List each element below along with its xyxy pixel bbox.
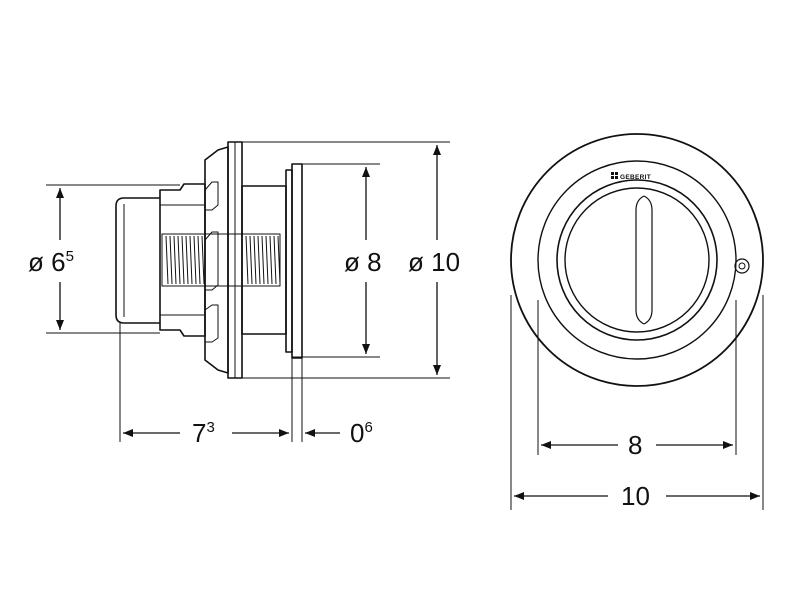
- thread-ridge: [189, 235, 193, 285]
- thread-ridge: [181, 235, 185, 285]
- thread-ridge: [185, 235, 189, 285]
- front-view: GEBERIT: [510, 133, 764, 387]
- outer-cover-ring: [510, 133, 764, 387]
- thread-ridge: [177, 235, 181, 285]
- thread-ridge: [193, 235, 197, 285]
- thread-ridge: [261, 235, 265, 285]
- dia-8-label: ø 8: [344, 247, 382, 277]
- thread: [161, 233, 281, 287]
- dia-6-5-label: ø 65: [28, 247, 74, 277]
- wall-plate-back: [291, 163, 303, 359]
- dia-10-label: ø 10: [408, 247, 460, 277]
- thread-ridge: [173, 235, 177, 285]
- logo-text: GEBERIT: [620, 174, 651, 181]
- dual-flush-split: [635, 195, 653, 325]
- front-view-dimensions: [510, 295, 764, 510]
- thread-ridge: [197, 235, 201, 285]
- thread-ridge: [265, 235, 269, 285]
- width-10-label: 10: [621, 481, 650, 511]
- button-cap: [115, 197, 160, 324]
- thread-ridge: [169, 235, 173, 285]
- button-outer-ring: [556, 179, 718, 341]
- release-screw-icon: [734, 258, 750, 274]
- thread-ridge: [165, 235, 169, 285]
- len-0-6-label: 06: [350, 418, 373, 448]
- len-7-3-label: 73: [192, 418, 215, 448]
- side-view-dimensions: [46, 141, 450, 442]
- wall-plate: [285, 169, 293, 353]
- width-8-label: 8: [628, 430, 642, 460]
- geberit-logo: GEBERIT: [611, 172, 651, 181]
- thread-ridge: [245, 235, 249, 285]
- thread-ridge: [269, 235, 273, 285]
- inner-cover-ring: [537, 160, 737, 360]
- button-face: [564, 187, 710, 333]
- thread-ridge: [249, 235, 253, 285]
- thread-ridge: [277, 235, 281, 285]
- thread-ridge: [273, 235, 277, 285]
- side-view: [115, 141, 303, 379]
- thread-ridge: [253, 235, 257, 285]
- thread-ridge: [257, 235, 261, 285]
- thread-ridge: [201, 235, 205, 285]
